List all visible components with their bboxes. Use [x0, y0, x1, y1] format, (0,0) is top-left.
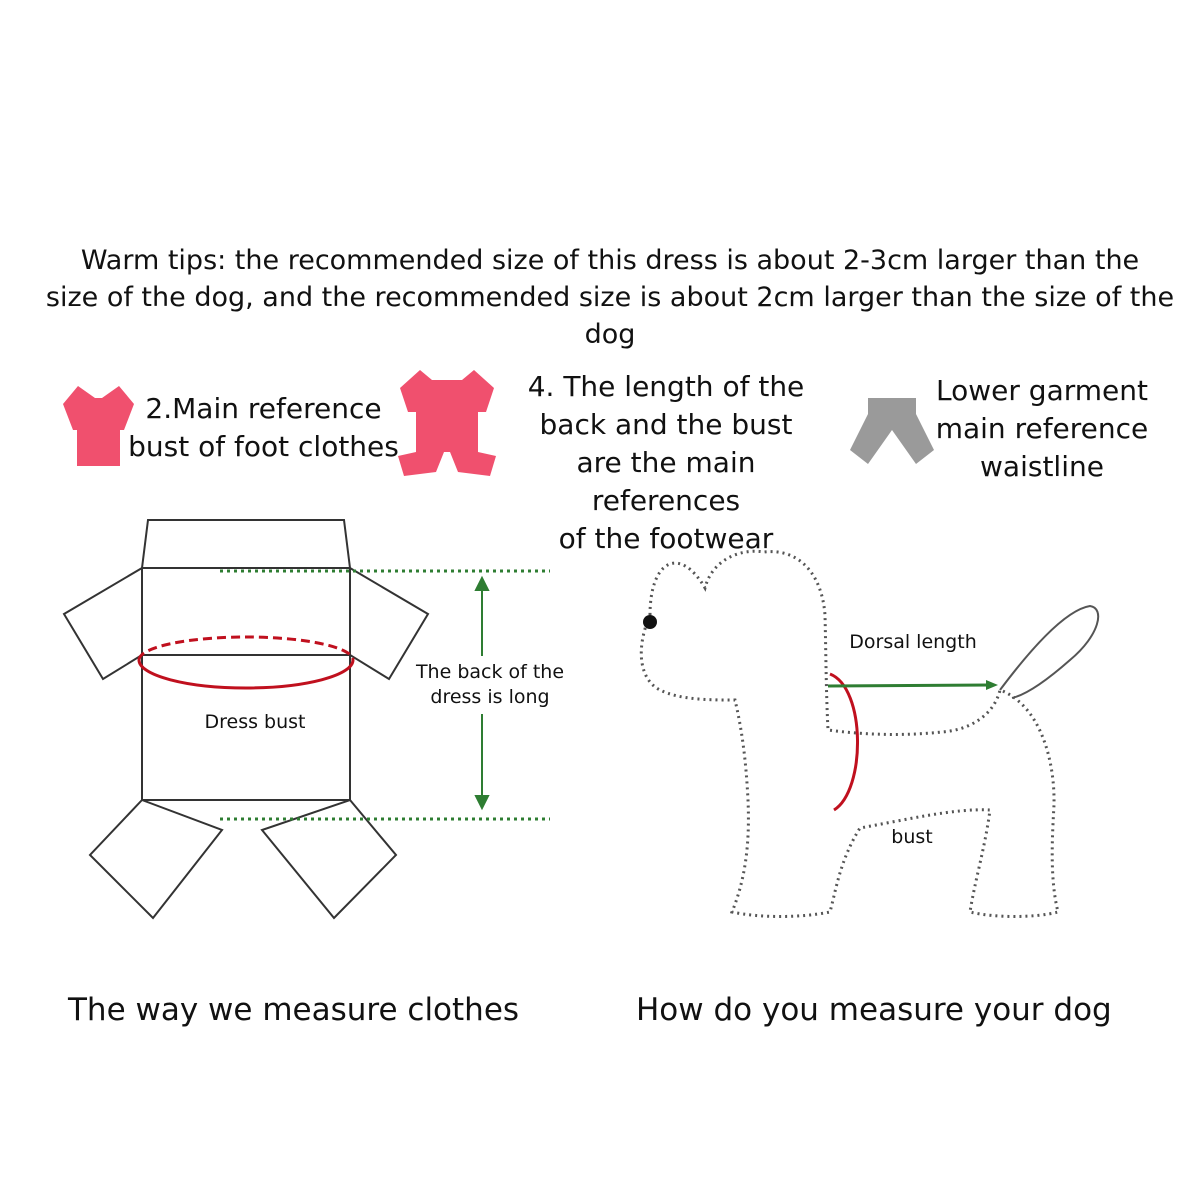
- dog-outline: [639, 549, 1060, 918]
- warm-tips-line-2: size of the dog, and the recommended siz…: [45, 282, 1175, 350]
- reference-waist-line-3: waistline: [980, 450, 1104, 483]
- dorsal-length-label: Dorsal length: [849, 631, 977, 653]
- reference-length-line-1: 4. The length of the: [527, 370, 805, 403]
- dog-measure-caption: How do you measure your dog: [636, 992, 1112, 1028]
- reference-bust-caption: 2.Main reference bust of foot clothes: [126, 390, 401, 466]
- reference-length-line-3: are the main references: [576, 446, 756, 517]
- garment-outline: [62, 519, 430, 920]
- dorsal-length-line: [827, 683, 991, 688]
- reference-waist-line-1: Lower garment: [936, 374, 1148, 407]
- dog-nose: [643, 615, 657, 629]
- reference-bust-line-2: bust of foot clothes: [128, 430, 399, 463]
- back-length-label-line-1: The back of the: [415, 661, 565, 683]
- back-length-label-line-2: dress is long: [430, 686, 550, 708]
- reference-waist-line-2: main reference: [935, 412, 1149, 445]
- back-length-arrow: [474, 575, 490, 811]
- warm-tips-line-1: Warm tips: the recommended size of this …: [80, 245, 1140, 276]
- reference-length-caption: 4. The length of the back and the bust a…: [498, 368, 834, 558]
- reference-length-line-2: back and the bust: [539, 408, 793, 441]
- jumpsuit-icon: [398, 370, 496, 476]
- dog-bust-band: [829, 672, 859, 812]
- back-length-label: The back of the dress is long: [410, 660, 570, 710]
- tshirt-icon: [63, 386, 134, 466]
- warm-tips: Warm tips: the recommended size of this …: [40, 242, 1180, 353]
- dog-bust-label: bust: [891, 826, 933, 848]
- reference-waist-caption: Lower garment main reference waistline: [930, 372, 1154, 486]
- reference-length-line-4: of the footwear: [558, 522, 774, 555]
- dress-bust-label: Dress bust: [204, 711, 306, 733]
- clothes-measure-caption: The way we measure clothes: [68, 992, 520, 1028]
- pants-icon: [850, 398, 934, 464]
- dress-bust-ellipse-back: [137, 635, 355, 661]
- dorsal-arrowhead: [986, 680, 998, 690]
- dog-tail: [999, 604, 1100, 699]
- reference-bust-line-1: 2.Main reference: [145, 392, 382, 425]
- dress-bust-ellipse-front: [137, 659, 355, 690]
